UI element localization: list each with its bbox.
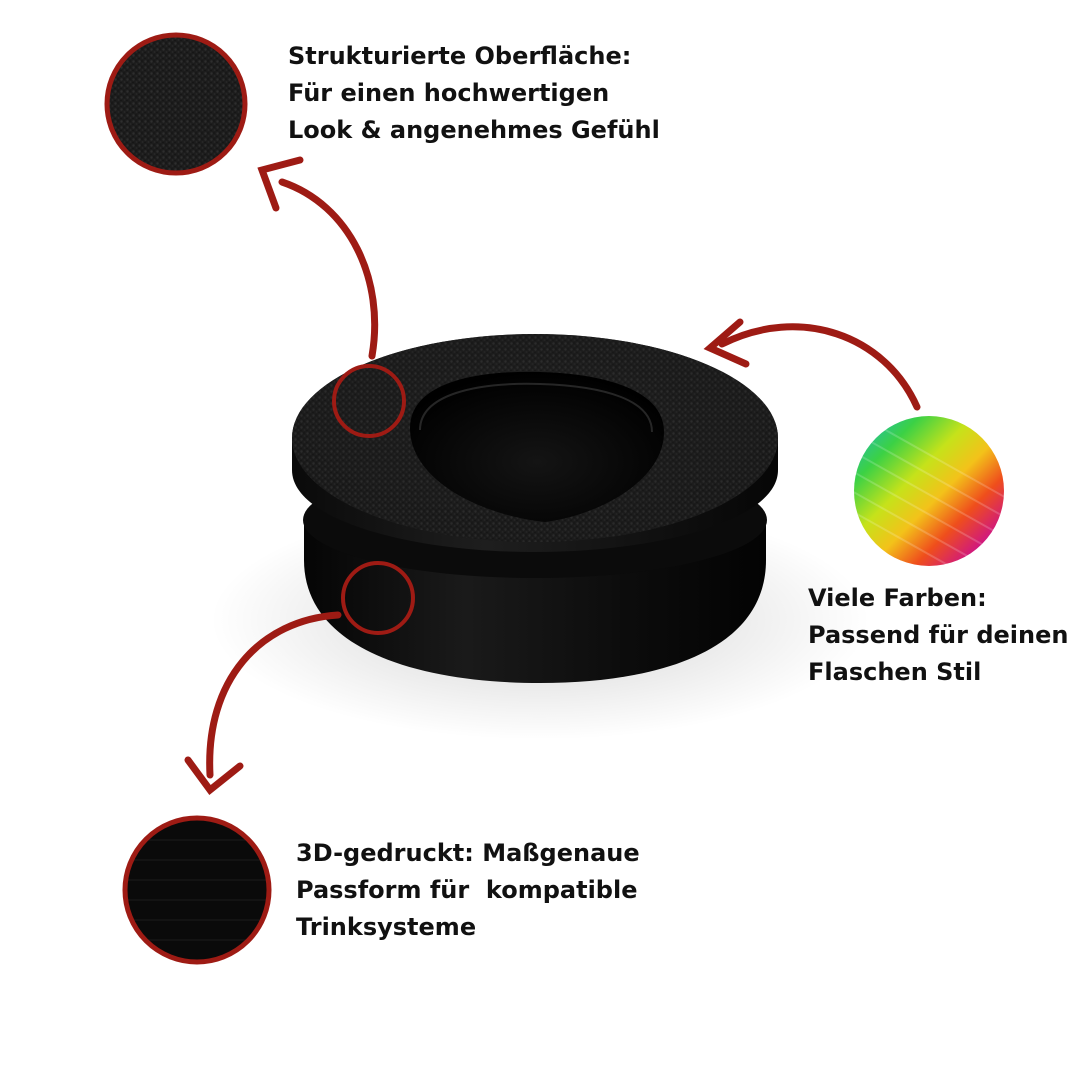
printed-detail-circle	[122, 815, 272, 965]
colors-caption: Viele Farben: Passend für deinen Flasche…	[808, 580, 1068, 691]
surface-caption: Strukturierte Oberfläche: Für einen hoch…	[288, 38, 660, 149]
surface-highlight-ring	[332, 364, 406, 438]
printed-caption-line-1: 3D-gedruckt: Maßgenaue	[296, 839, 640, 867]
wall-highlight-ring	[341, 561, 415, 635]
arrow-from-colors	[703, 318, 921, 411]
surface-caption-line-3: Look & angenehmes Gefühl	[288, 116, 660, 144]
arrow-to-printed	[184, 611, 342, 796]
printed-caption-line-2: Passform für kompatible	[296, 876, 638, 904]
printed-caption: 3D-gedruckt: Maßgenaue Passform für komp…	[296, 835, 640, 946]
surface-caption-line-2: Für einen hochwertigen	[288, 79, 610, 107]
colors-caption-line-2: Passend für deinen	[808, 621, 1069, 649]
colors-caption-line-3: Flaschen Stil	[808, 658, 982, 686]
colors-caption-line-1: Viele Farben:	[808, 584, 987, 612]
printed-caption-line-3: Trinksysteme	[296, 913, 477, 941]
product-image	[292, 334, 778, 683]
arrow-to-surface	[257, 156, 379, 360]
surface-caption-line-1: Strukturierte Oberfläche:	[288, 42, 632, 70]
surface-detail-circle	[104, 32, 248, 176]
colors-detail-circle	[854, 416, 1004, 566]
